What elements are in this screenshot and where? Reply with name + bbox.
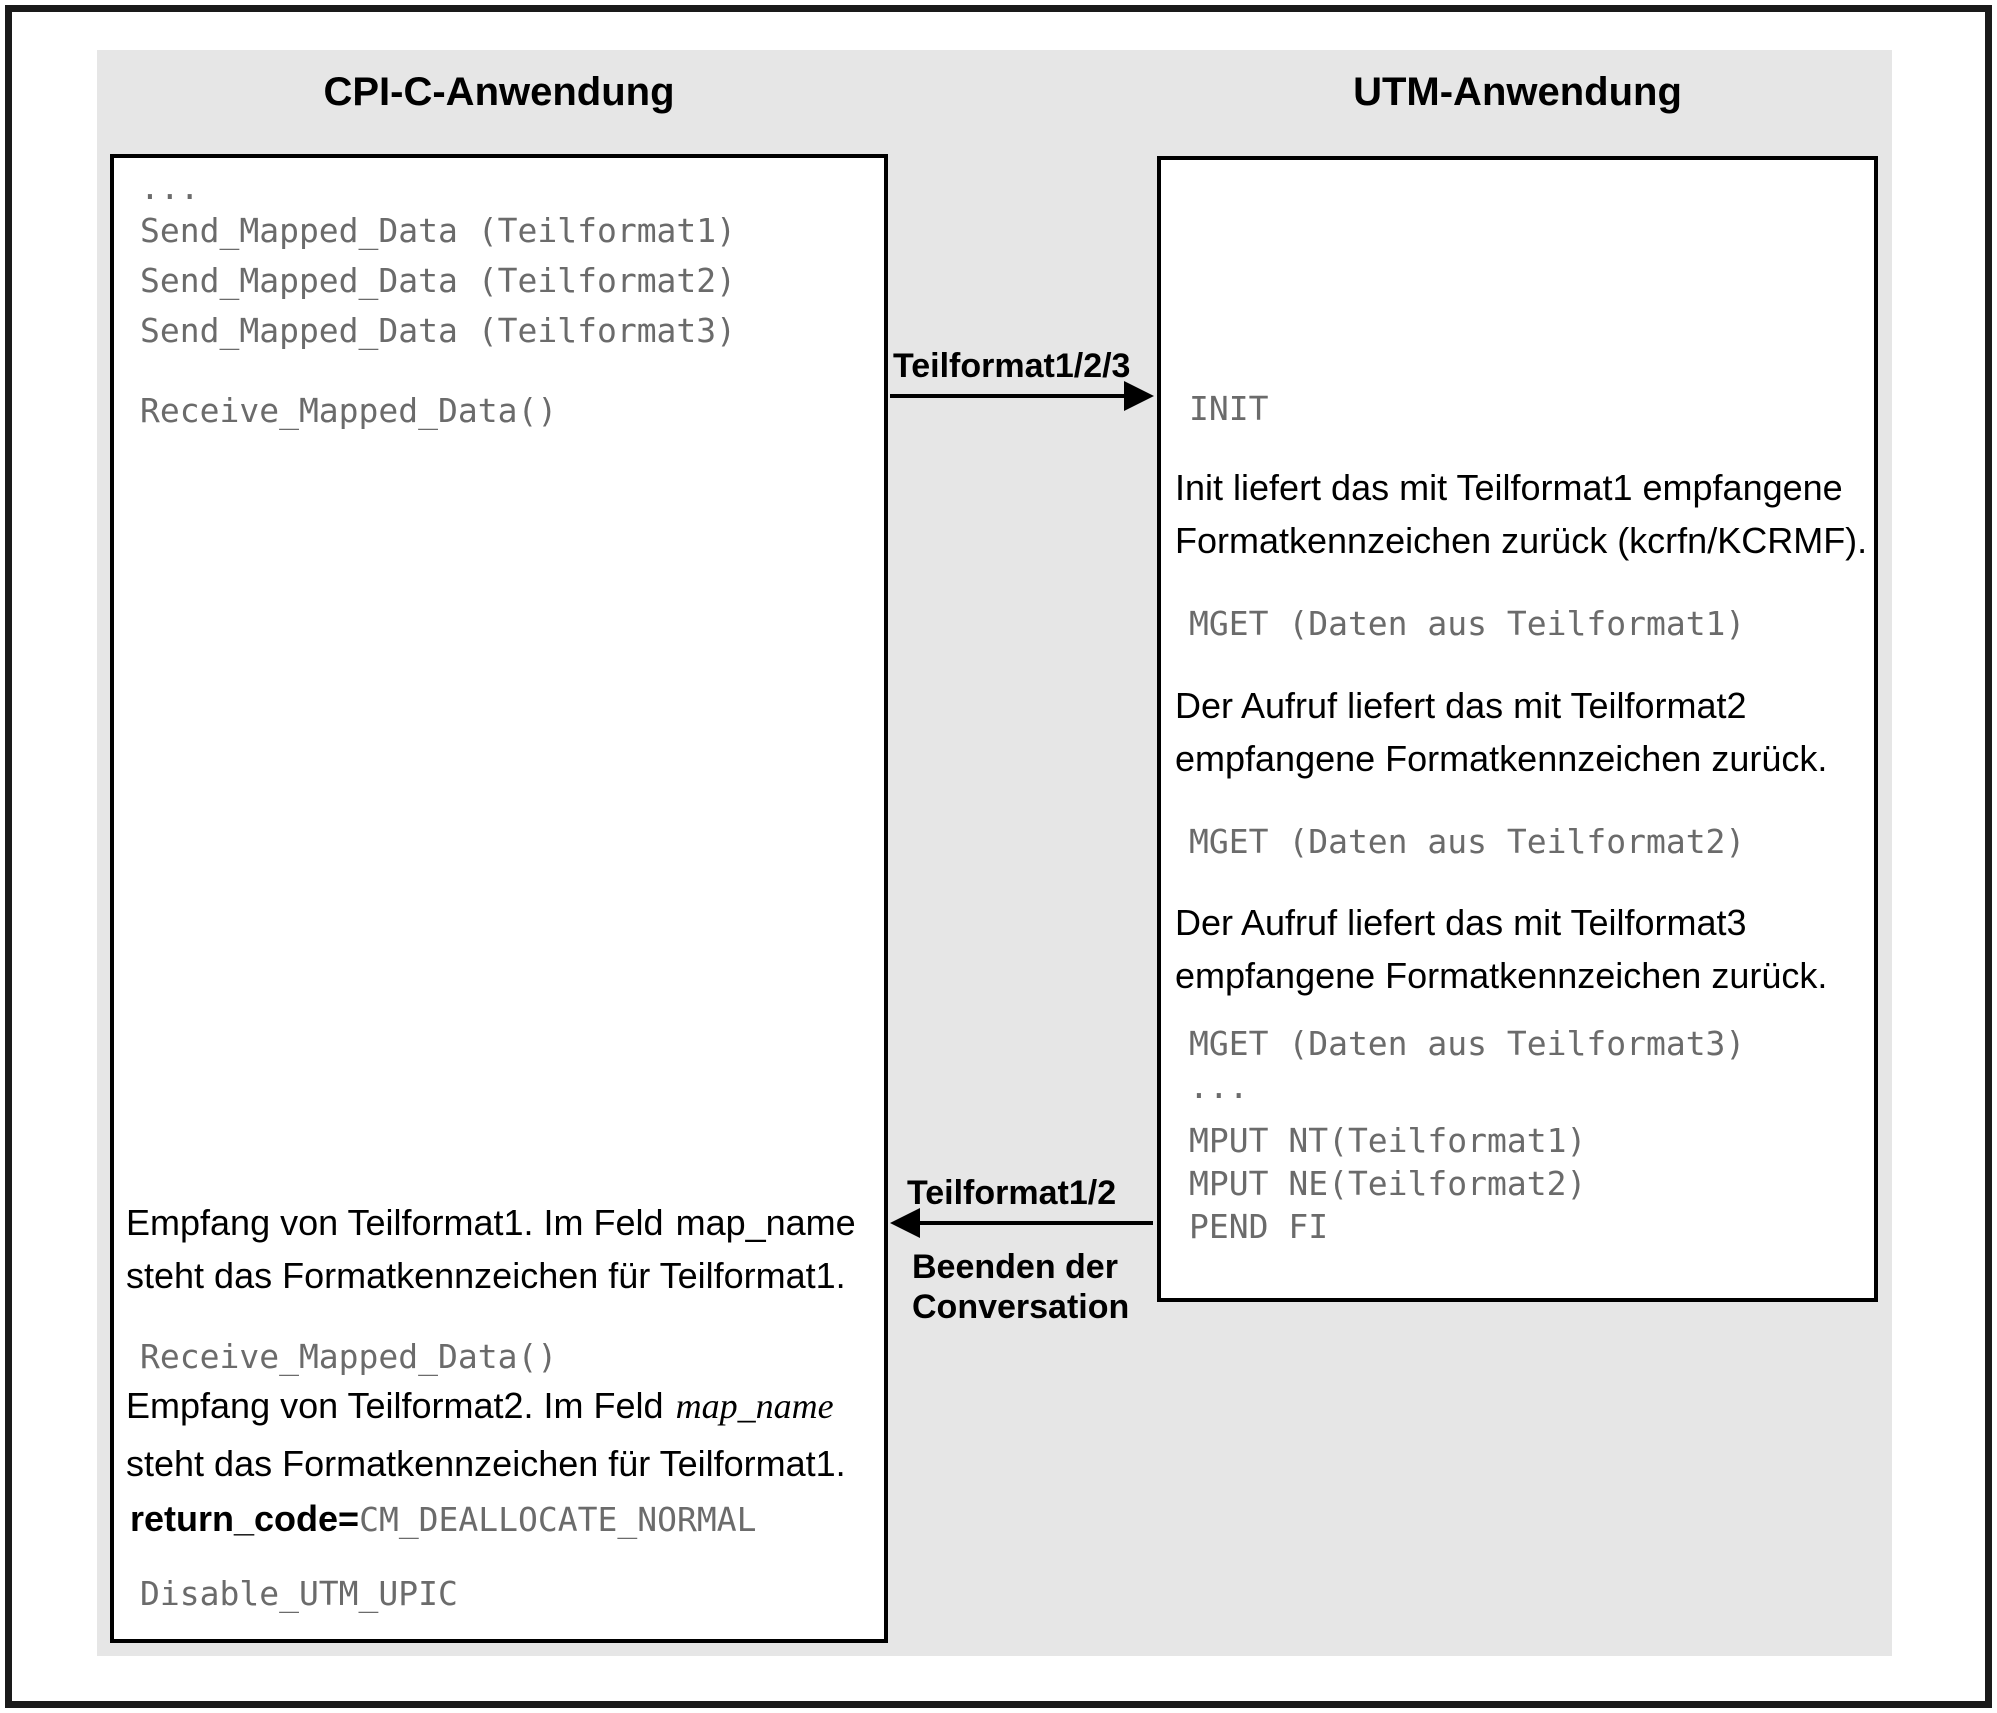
arrow-to-cpic-label: Teilformat1/2 [907,1174,1117,1212]
cpic-app-box: ... Send_Mapped_Data (Teilformat1) Send_… [110,154,888,1643]
paragraph-text: Empfang von Teilformat2. Im Feld [126,1385,664,1426]
code-line-init: INIT [1189,389,1269,428]
arrow-to-cpic-line [918,1221,1153,1225]
paragraph-init-line1: Init liefert das mit Teilformat1 empfang… [1175,467,1843,508]
return-code-label: return_code= [130,1498,360,1539]
paragraph-aufruf3-line1: Der Aufruf liefert das mit Teilformat3 [1175,902,1747,943]
utm-app-title: UTM-Anwendung [1353,70,1682,114]
paragraph-text: Empfang von Teilformat1. Im Feld [126,1202,664,1243]
arrow-right-icon [1124,381,1154,411]
arrow-to-cpic-sublabel-line2: Conversation [912,1288,1130,1326]
return-code-value: CM_DEALLOCATE_NORMAL [359,1500,757,1539]
code-line-pend: PEND FI [1189,1207,1329,1246]
code-line-receive1: Receive_Mapped_Data() [140,391,558,430]
cpic-app-title: CPI-C-Anwendung [323,70,675,114]
map-name-field: map_name [675,1202,856,1243]
paragraph-empfang1-line1: Empfang von Teilformat1. Im Feld map_name [126,1199,856,1247]
arrow-to-utm-line [890,394,1128,398]
code-line-ellipsis: ... [1189,1067,1249,1106]
code-line-send1: Send_Mapped_Data (Teilformat1) [140,211,737,250]
utm-app-box: INIT Init liefert das mit Teilformat1 em… [1157,156,1878,1302]
return-code-line: return_code=CM_DEALLOCATE_NORMAL [130,1495,756,1544]
arrow-to-cpic-sublabel-line1: Beenden der [912,1248,1118,1286]
code-line-send2: Send_Mapped_Data (Teilformat2) [140,261,737,300]
arrow-left-icon [890,1208,920,1238]
paragraph-aufruf2-line1: Der Aufruf liefert das mit Teilformat2 [1175,685,1747,726]
paragraph-empfang1-line2: steht das Formatkennzeichen für Teilform… [126,1255,846,1296]
code-line-mget1: MGET (Daten aus Teilformat1) [1189,604,1746,643]
map-name-field-italic: map_name [675,1386,834,1426]
code-line-mget3: MGET (Daten aus Teilformat3) [1189,1024,1746,1063]
paragraph-aufruf2-line2: empfangene Formatkennzeichen zurück. [1175,738,1828,779]
arrow-to-utm-label: Teilformat1/2/3 [893,347,1131,385]
paragraph-init-line2: Formatkennzeichen zurück (kcrfn/KCRMF). [1175,520,1868,561]
paragraph-empfang2-line1: Empfang von Teilformat2. Im Feld map_name [126,1382,834,1430]
code-line-ellipsis: ... [140,168,200,207]
paragraph-empfang2-line2: steht das Formatkennzeichen für Teilform… [126,1443,846,1484]
paragraph-aufruf3-line2: empfangene Formatkennzeichen zurück. [1175,955,1828,996]
code-line-mput2: MPUT NE(Teilformat2) [1189,1164,1587,1203]
code-line-mput1: MPUT NT(Teilformat1) [1189,1121,1587,1160]
code-line-send3: Send_Mapped_Data (Teilformat3) [140,311,737,350]
code-line-receive2: Receive_Mapped_Data() [140,1337,558,1376]
code-line-disable: Disable_UTM_UPIC [140,1574,458,1613]
code-line-mget2: MGET (Daten aus Teilformat2) [1189,822,1746,861]
